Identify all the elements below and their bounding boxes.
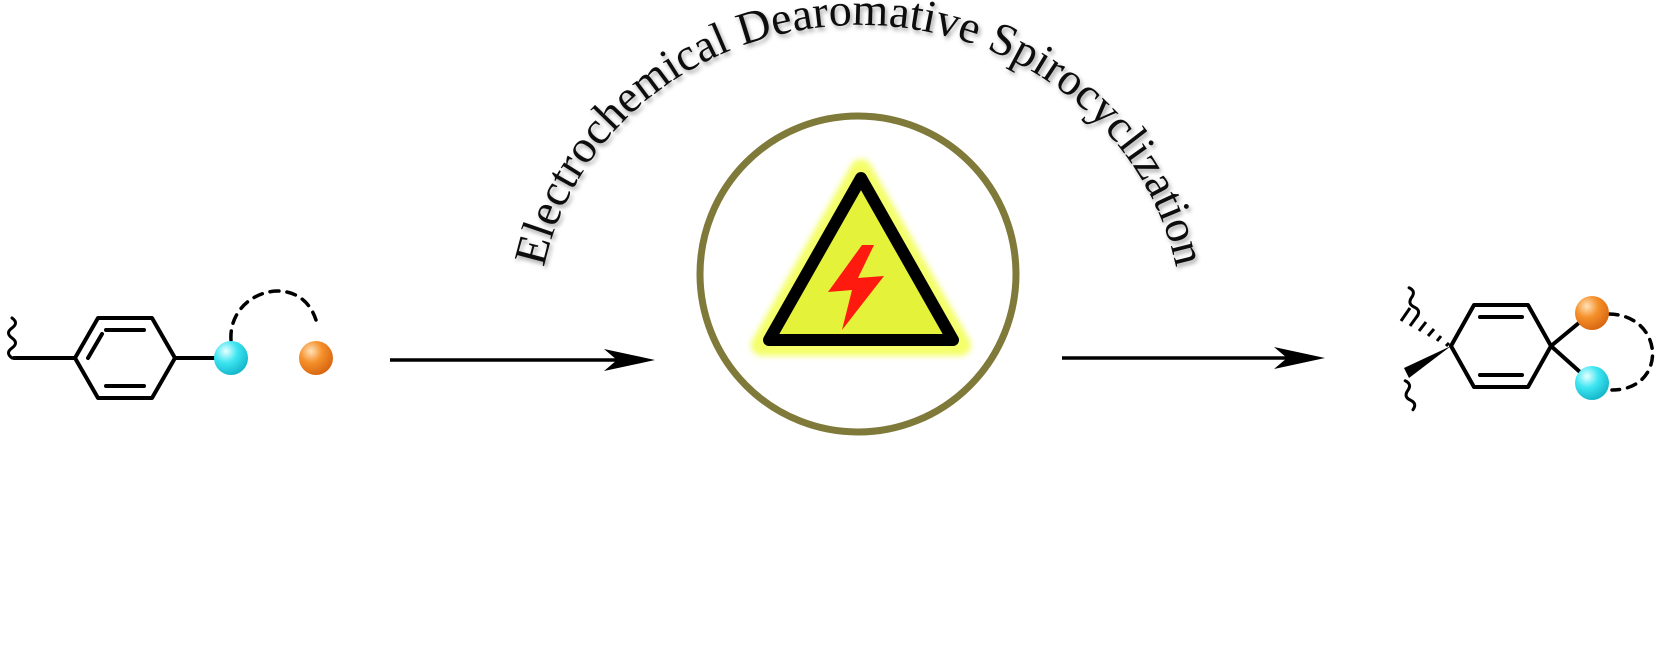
reaction-arrow-1 xyxy=(390,349,655,371)
orange-atom-left xyxy=(299,341,333,375)
solid-wedge-bond xyxy=(1404,346,1451,378)
hashed-wedge-bond xyxy=(1399,307,1451,348)
spiro-bond-cyan xyxy=(1549,344,1582,374)
cyan-atom-right xyxy=(1575,366,1609,400)
orange-atom-right xyxy=(1575,296,1609,330)
dashed-tether-right xyxy=(1607,312,1655,392)
wavy-bond-lower xyxy=(1403,379,1417,412)
dashed-tether-left xyxy=(229,289,318,342)
spiro-bond-orange xyxy=(1549,320,1582,348)
starting-material xyxy=(7,289,333,400)
wavy-bond-upper xyxy=(1407,286,1421,319)
lightning-bolt-icon xyxy=(828,245,884,330)
wavy-bond-left xyxy=(7,316,17,360)
ring-double-bond-3 xyxy=(86,332,104,360)
electrochemistry-badge xyxy=(696,112,1020,436)
cyan-atom-left xyxy=(214,341,248,375)
high-voltage-warning-icon xyxy=(751,159,971,356)
reaction-arrow-2 xyxy=(1062,347,1325,369)
spirocyclic-product xyxy=(1399,286,1655,412)
